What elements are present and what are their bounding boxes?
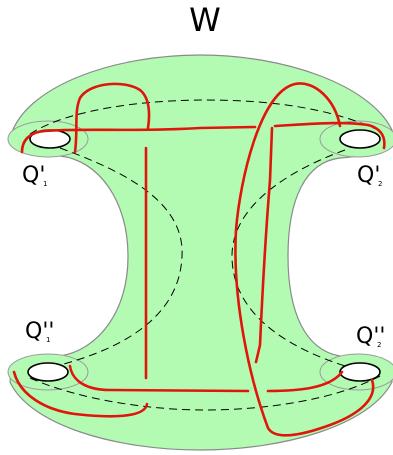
dashed-top-back [29,99,379,135]
red-curve-top-right-band [273,121,386,150]
red-curve-bottom-band [68,364,250,393]
red-curve-top-left-loop [73,82,151,154]
dashed-right-inner [231,149,346,367]
label-q2-prime: Q' 2 [357,163,382,188]
label-q2-double-prime: Q'' 2 [356,324,385,349]
label-q1-double-prime: Q'' 1 [25,319,54,344]
red-curve-center-vertical [254,126,274,364]
svg-text:1: 1 [46,336,50,344]
red-curve-big-right-loop [234,82,375,437]
dashed-left-inner [59,147,183,366]
hole-q1-double-prime [27,362,69,382]
svg-text:1: 1 [43,180,47,188]
label-q1-prime: Q' 1 [22,163,47,188]
surface-body [9,54,393,451]
red-curve-bottom-right-band [266,370,344,393]
svg-text:Q'': Q'' [25,319,54,344]
svg-text:2: 2 [377,341,381,349]
red-curve-bottom-left-loop [12,370,149,418]
svg-text:2: 2 [378,180,382,188]
dashed-bottom-back [29,375,381,411]
hole-q2-double-prime [339,362,381,382]
diagram-title: W [189,1,221,39]
hole-q2-prime [339,129,381,149]
svg-text:Q': Q' [357,163,380,188]
svg-text:Q'': Q'' [356,324,385,349]
svg-text:Q': Q' [22,163,45,188]
red-curve-top-band [20,125,257,154]
